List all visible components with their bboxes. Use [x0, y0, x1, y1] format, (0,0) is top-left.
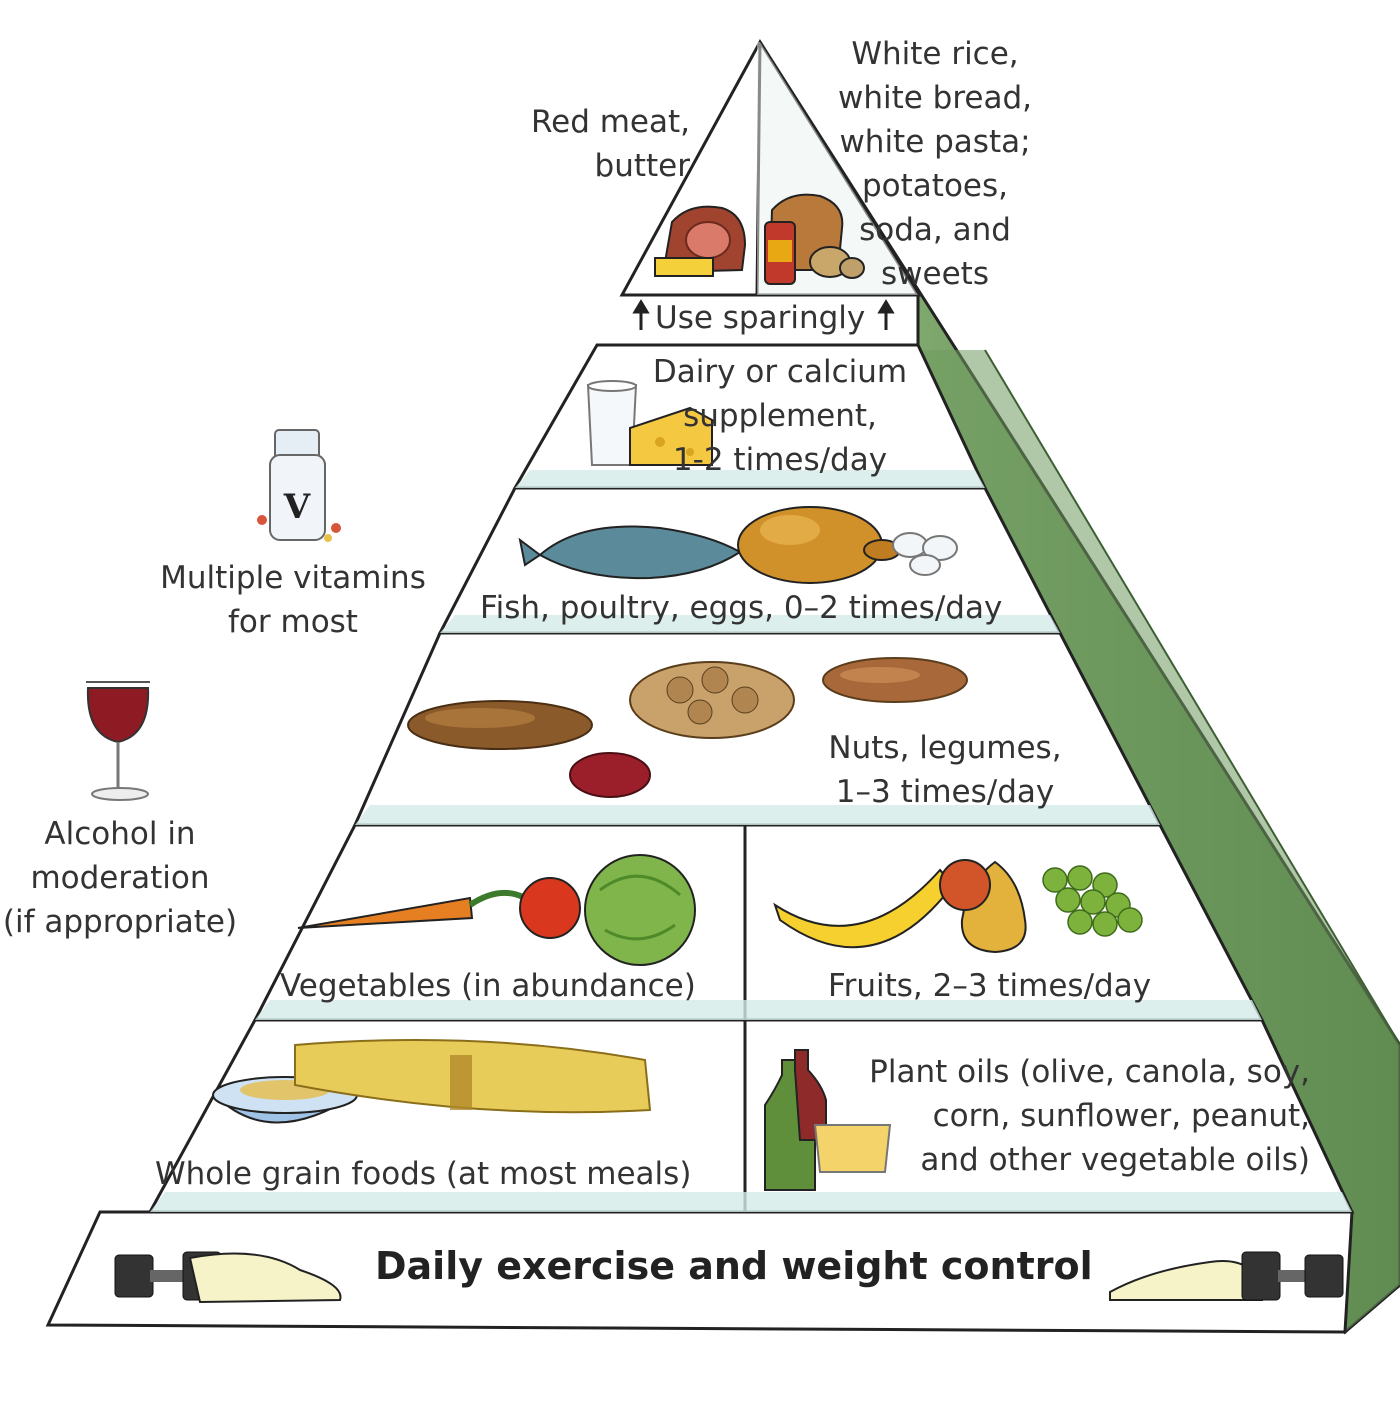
dumbbell-icon [1241, 1251, 1344, 1301]
roast-chicken-icon [737, 506, 901, 584]
ham-icon [663, 205, 747, 274]
vitamins-label: Multiple vitamins for most [160, 560, 426, 640]
plant-oils-label: Plant oils (olive, canola, soy, corn, su… [869, 1054, 1310, 1178]
nuts-label: Nuts, legumes, 1–3 times/day [828, 730, 1062, 810]
eggs-icon [892, 532, 958, 576]
beans-icon [569, 752, 651, 798]
oil-bottle-icon [764, 1049, 827, 1191]
vegetables-label: Vegetables (in abundance) [280, 968, 696, 1004]
oil-dish-icon [813, 1124, 892, 1173]
almonds-icon [822, 657, 968, 703]
pyramid-side-hatch [984, 349, 1400, 1046]
legumes-icon [407, 700, 593, 750]
dairy-label: Dairy or calcium supplement, 1-2 times/d… [652, 354, 908, 478]
apple-icon [939, 859, 991, 911]
milk-glass-icon [586, 380, 638, 466]
grapes-icon [1042, 865, 1143, 937]
tomato-icon [519, 877, 581, 939]
up-arrow-icon [632, 299, 650, 330]
carrot-icon [297, 889, 527, 929]
butter-icon [654, 257, 714, 277]
cheese-icon [629, 406, 713, 466]
potato-icon [809, 246, 865, 279]
soda-can-icon [764, 221, 796, 285]
cabbage-icon [584, 854, 696, 966]
wheat-sheaf-icon [294, 1039, 652, 1114]
use-sparingly-label: Use sparingly [655, 300, 866, 336]
vitamin-bottle-label: V [283, 487, 311, 527]
top-left-label: Red meat, butter [530, 104, 690, 184]
protein-label: Fish, poultry, eggs, 0–2 times/day [480, 590, 1003, 626]
wine-glass-icon [86, 681, 150, 801]
fruits-label: Fruits, 2–3 times/day [828, 968, 1152, 1004]
tier-shading [150, 470, 1352, 1212]
top-right-label: White rice, white bread, white pasta; po… [837, 36, 1033, 292]
alcohol-label: Alcohol in moderation (if appropriate) [2, 816, 238, 940]
exercise-label: Daily exercise and weight control [375, 1244, 1093, 1288]
sneaker-icon [188, 1252, 342, 1304]
up-arrow-icon [877, 299, 895, 330]
vitamin-bottle-icon: V [257, 429, 341, 542]
whole-grain-label: Whole grain foods (at most meals) [155, 1156, 692, 1192]
nuts-icon [629, 661, 795, 739]
fish-icon [518, 525, 742, 580]
